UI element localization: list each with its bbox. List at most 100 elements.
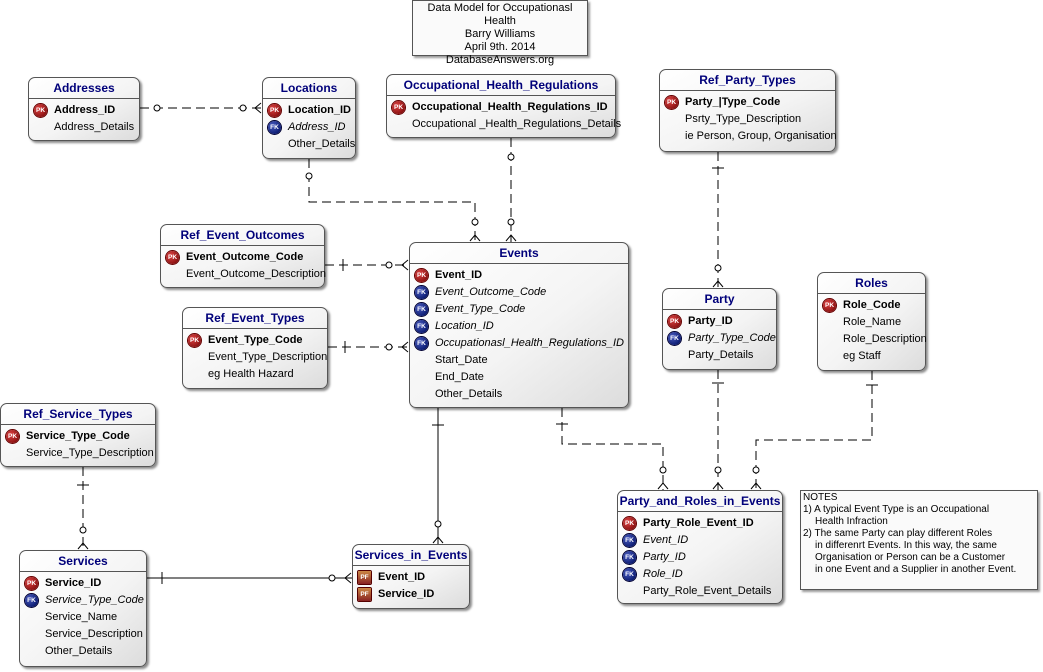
attribute-name: Role_Code xyxy=(843,299,901,311)
relationship-line xyxy=(755,371,873,490)
attribute-name: Occupational_Health_Regulations_ID xyxy=(412,101,608,113)
attribute-name: eg Staff xyxy=(843,350,881,362)
attribute-row: Other_Details xyxy=(263,136,355,153)
attribute-name: Service_Name xyxy=(45,611,118,623)
attribute-row: Occupational _Health_Regulations_Details xyxy=(387,116,621,133)
pk-key-icon: PK xyxy=(392,101,405,114)
pk-key-icon: PK xyxy=(6,430,19,443)
attribute-name: Party_|Type_Code xyxy=(685,96,781,108)
many-marker xyxy=(505,234,517,242)
attribute-name: Party_ID xyxy=(688,315,733,327)
attribute-name: Party_Type_Code xyxy=(688,332,776,344)
fk-key-icon: FK xyxy=(623,551,636,564)
note-2-line-2: in differenrt Events. In this way, the s… xyxy=(815,540,997,551)
many-marker xyxy=(657,482,669,490)
attribute-name: End_Date xyxy=(435,371,484,383)
attribute-row: Service_Description xyxy=(20,626,146,643)
attribute-name: Event_Outcome_Code xyxy=(186,251,304,263)
many-marker xyxy=(254,102,262,114)
attribute-name: Address_ID xyxy=(54,104,116,116)
attribute-name: Event_Type_Code xyxy=(208,334,303,346)
attribute-row: ie Person, Group, Organisation xyxy=(660,128,837,145)
attribute-name: Role_Name xyxy=(843,316,902,328)
attribute-row: Service_Name xyxy=(20,609,146,626)
attribute-name: ie Person, Group, Organisation xyxy=(685,130,837,142)
attribute-name: Service_ID xyxy=(45,577,102,589)
many-marker xyxy=(401,259,409,271)
attribute-name: Role_ID xyxy=(643,568,683,580)
notes-box: NOTES 1) A typical Event Type is an Occu… xyxy=(800,490,1038,590)
optional-marker xyxy=(471,218,479,226)
many-marker xyxy=(432,536,444,544)
attribute-name: Location_ID xyxy=(288,104,351,116)
attribute-name: Other_Details xyxy=(45,645,113,657)
fk-key-icon: FK xyxy=(415,320,428,333)
attribute-name: Role_Description xyxy=(843,333,927,345)
attribute-name: Address_ID xyxy=(288,121,346,133)
entity-title: Party_and_Roles_in_Events xyxy=(618,491,782,512)
attribute-row: Event_Type_Description xyxy=(183,349,327,366)
attribute-row: Service_Type_Description xyxy=(1,445,155,462)
entity-title: Party xyxy=(663,289,776,310)
attribute-name: Occupational _Health_Regulations_Details xyxy=(412,118,622,130)
attribute-name: Event_Outcome_Description xyxy=(186,268,327,280)
many-marker xyxy=(712,280,724,288)
attribute-name: Service_Type_Code xyxy=(26,430,130,442)
pk-key-icon: PK xyxy=(188,334,201,347)
attribute-row: Address_Details xyxy=(29,119,139,136)
pk-key-icon: PK xyxy=(823,299,836,312)
many-marker xyxy=(77,542,89,550)
optional-marker xyxy=(714,466,722,474)
attribute-name: Party_ID xyxy=(643,551,686,563)
attribute-name: Address_Details xyxy=(54,121,135,133)
optional-marker xyxy=(507,218,515,226)
attribute-row: FK Party_ID xyxy=(618,549,782,566)
attribute-name: Service_ID xyxy=(378,588,435,600)
attribute-name: Event_ID xyxy=(435,269,483,281)
attribute-row: PK Occupational_Health_Regulations_ID xyxy=(387,99,615,116)
optional-marker xyxy=(305,172,313,180)
attribute-row: Other_Details xyxy=(20,643,146,660)
fk-key-icon: FK xyxy=(268,121,281,134)
attribute-row: End_Date xyxy=(410,369,628,386)
optional-marker xyxy=(239,104,247,112)
entity-title: Events xyxy=(410,243,628,264)
note-1-line-2: Health Infraction xyxy=(815,516,888,527)
fk-key-icon: FK xyxy=(415,337,428,350)
optional-marker xyxy=(385,343,393,351)
entity-title: Services xyxy=(20,551,146,572)
many-marker xyxy=(469,234,481,242)
optional-marker xyxy=(659,466,667,474)
entity-title: Ref_Party_Types xyxy=(660,70,835,91)
attribute-row: Role_Description xyxy=(818,331,927,348)
attribute-row: eg Staff xyxy=(818,348,925,365)
pf-key-icon: PF xyxy=(358,571,371,584)
author-line: Barry Williams xyxy=(464,28,536,40)
attribute-row: PK Role_Code xyxy=(818,297,925,314)
attribute-name: Event_ID xyxy=(643,534,689,546)
